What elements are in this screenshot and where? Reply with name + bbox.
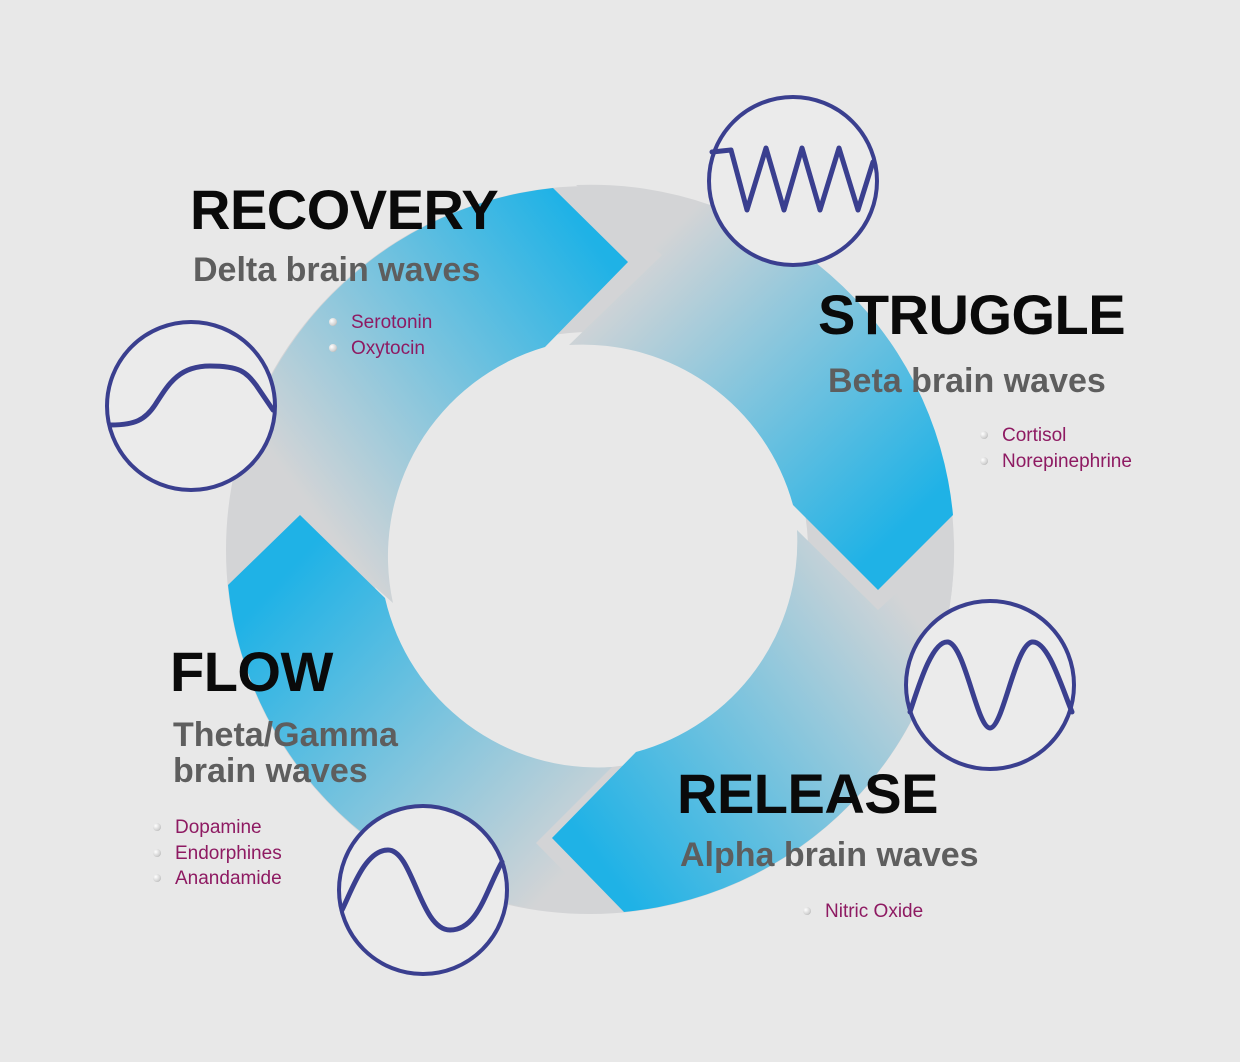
flow-title: FLOW xyxy=(170,640,333,703)
list-item: Endorphines xyxy=(153,841,282,867)
flow-chemicals: Dopamine Endorphines Anandamide xyxy=(153,815,282,892)
flow-arrow xyxy=(228,515,612,914)
struggle-chemicals: Cortisol Norepinephrine xyxy=(980,423,1132,474)
list-item: Serotonin xyxy=(329,310,432,336)
bullet-icon xyxy=(329,318,337,326)
list-item: Nitric Oxide xyxy=(803,899,923,925)
recovery-chemicals: Serotonin Oxytocin xyxy=(329,310,432,361)
list-item: Cortisol xyxy=(980,423,1132,449)
struggle-arrow xyxy=(569,184,953,590)
release-title: RELEASE xyxy=(677,762,939,825)
bullet-icon xyxy=(980,431,988,439)
struggle-title: STRUGGLE xyxy=(818,283,1126,346)
list-item: Dopamine xyxy=(153,815,282,841)
list-item: Norepinephrine xyxy=(980,449,1132,475)
alpha-wave-icon xyxy=(904,599,1076,771)
list-item: Anandamide xyxy=(153,866,282,892)
release-waves: Alpha brain waves xyxy=(680,836,979,874)
recovery-title: RECOVERY xyxy=(190,178,499,241)
theta-gamma-wave-icon xyxy=(337,804,509,976)
bullet-icon xyxy=(980,456,988,465)
recovery-arrow xyxy=(227,188,628,603)
bullet-icon xyxy=(153,848,161,857)
beta-wave-icon xyxy=(707,95,879,267)
bullet-icon xyxy=(153,874,161,882)
list-item: Oxytocin xyxy=(329,336,432,362)
flow-waves-line2: brain waves xyxy=(173,752,368,790)
release-chemicals: Nitric Oxide xyxy=(803,899,923,925)
struggle-waves: Beta brain waves xyxy=(828,362,1106,400)
delta-wave-icon xyxy=(105,320,277,492)
recovery-waves: Delta brain waves xyxy=(193,251,481,289)
bullet-icon xyxy=(329,343,337,352)
bullet-icon xyxy=(803,907,811,915)
release-arrow xyxy=(552,530,955,912)
bullet-icon xyxy=(153,823,161,831)
flow-waves-line1: Theta/Gamma xyxy=(173,716,398,754)
